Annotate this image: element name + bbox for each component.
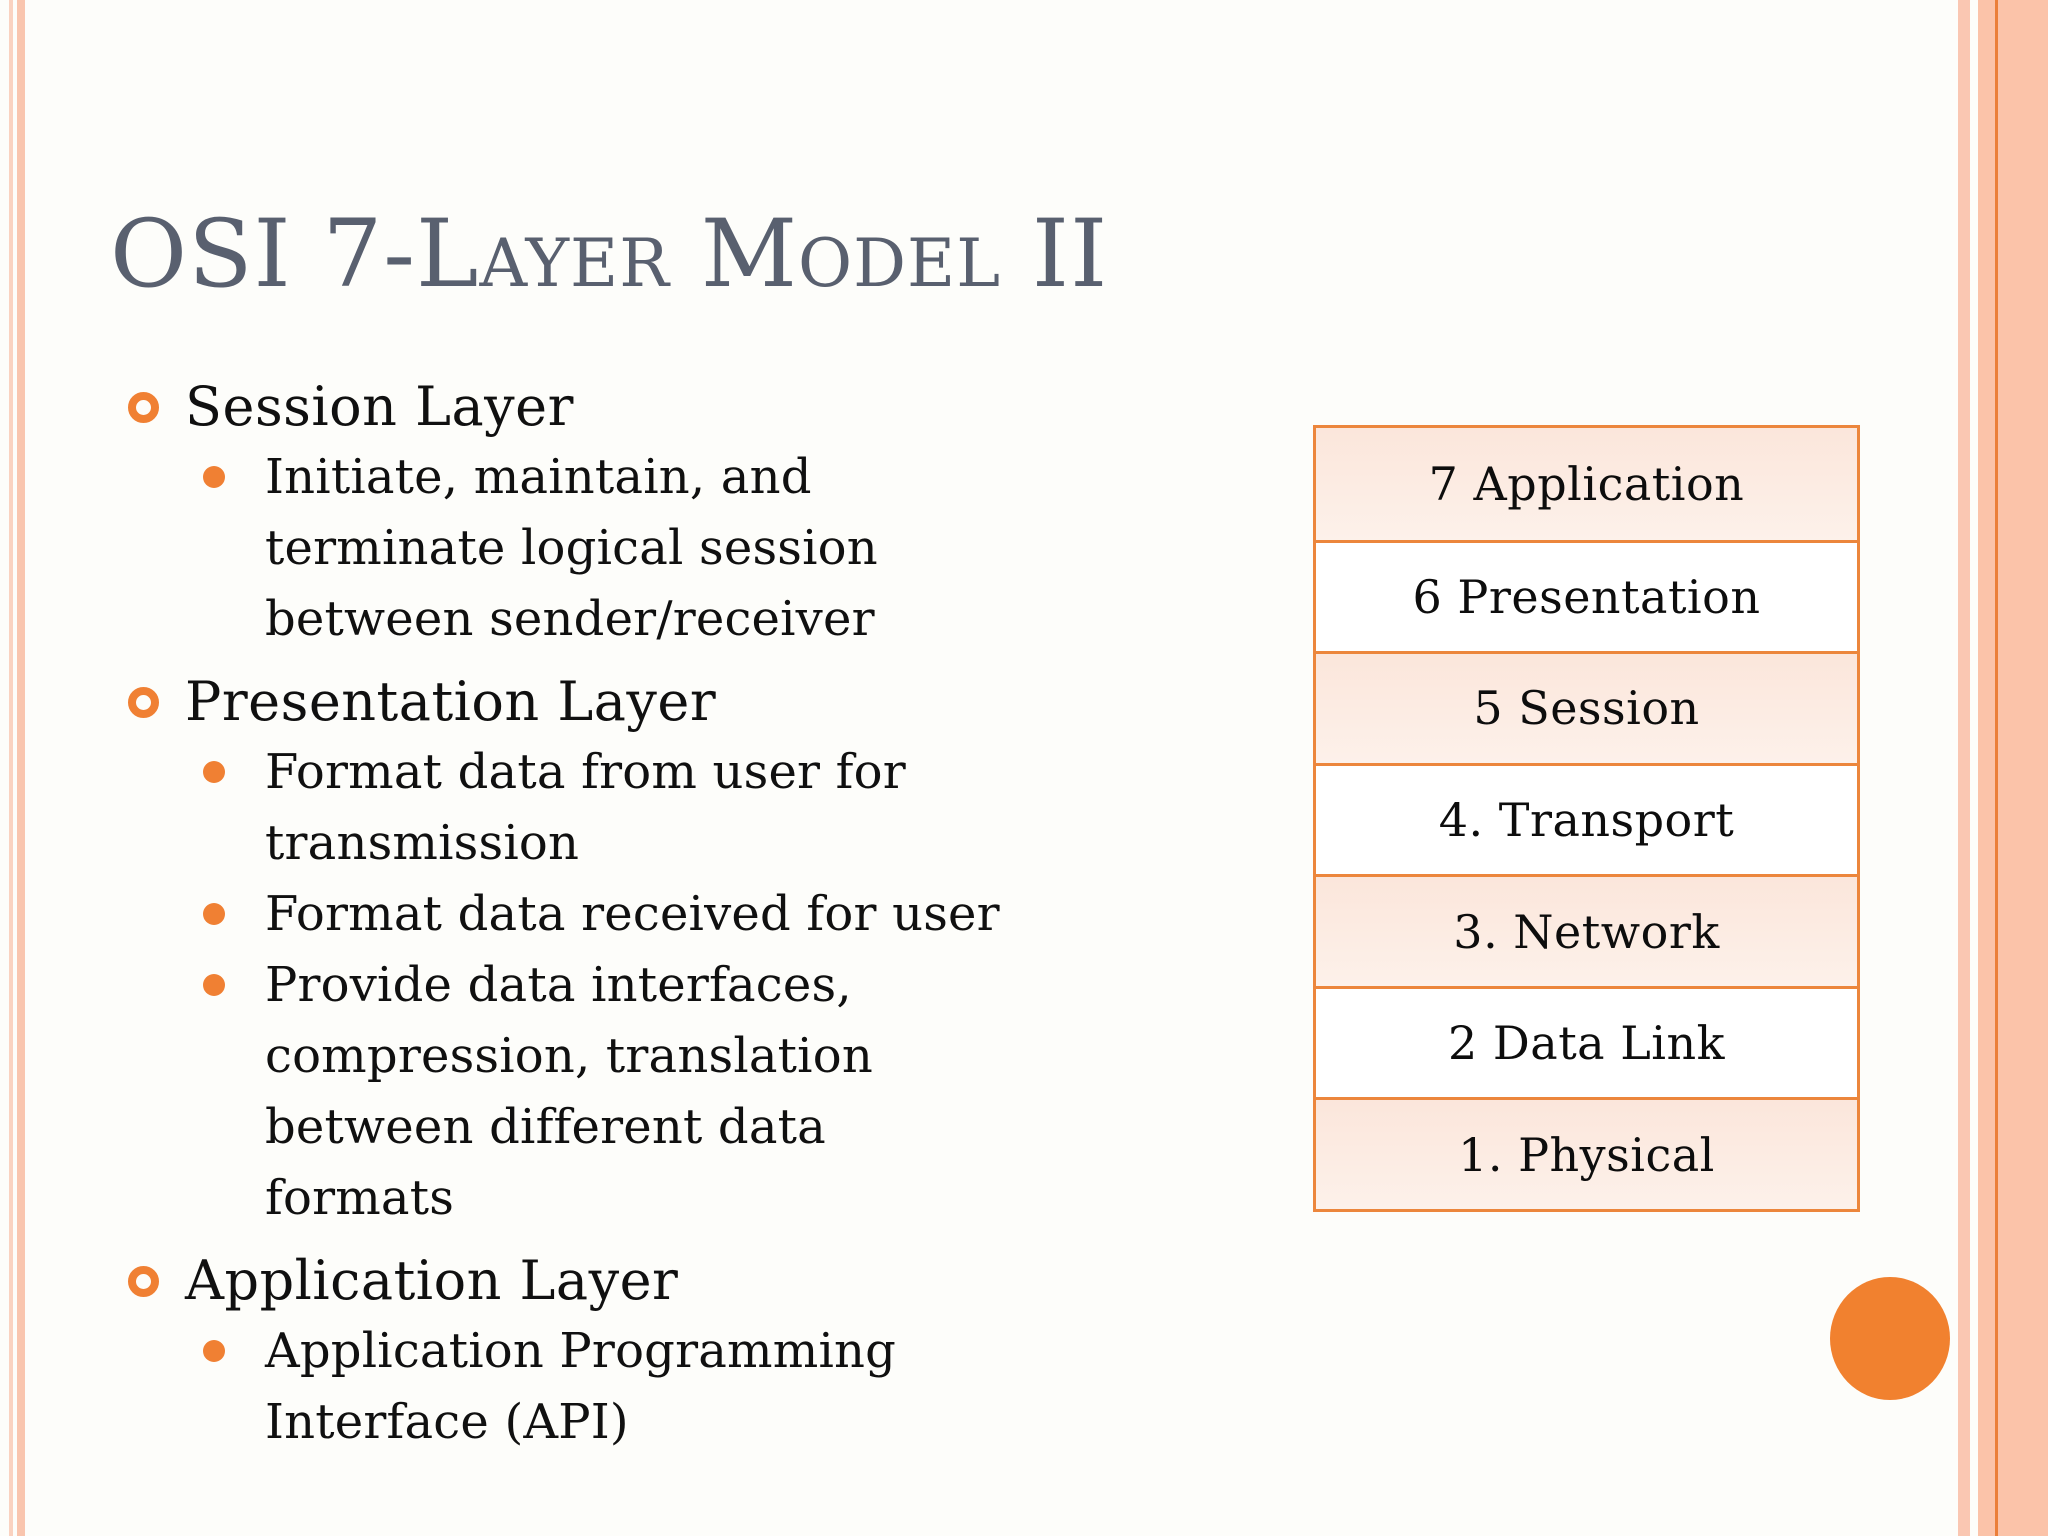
bullet-label: Application Layer [185, 1249, 679, 1312]
slide-title: OSI 7-Layer Model II [110, 200, 1109, 309]
table-row: 3. Network [1316, 874, 1857, 986]
table-row: 4. Transport [1316, 762, 1857, 875]
decorative-orange-circle [1830, 1277, 1950, 1400]
circle-bullet-icon [128, 686, 159, 718]
bullet-line: terminate logical session [265, 520, 878, 576]
bullet-text: Initiate, maintain, and terminate logica… [265, 442, 878, 655]
bullet-level1-presentation: Presentation Layer [112, 667, 1192, 737]
right-border-accent-line [1995, 0, 1998, 1536]
dot-bullet-icon [203, 1340, 225, 1362]
circle-bullet-icon [128, 391, 159, 423]
table-row: 1. Physical [1316, 1097, 1857, 1209]
dot-bullet-icon [203, 974, 225, 996]
left-border-stripe-inner [17, 0, 25, 1536]
right-border-band [1978, 0, 2048, 1536]
bullet-level2: Format data received for user [112, 879, 1192, 950]
dot-bullet-icon [203, 466, 225, 488]
bullet-line: between sender/receiver [265, 591, 875, 647]
bullet-line: transmission [265, 815, 580, 871]
bullet-text: Application Programming Interface (API) [265, 1316, 896, 1458]
osi-layer-table: 7 Application 6 Presentation 5 Session 4… [1313, 425, 1860, 1212]
bullet-text: Provide data interfaces, compression, tr… [265, 950, 873, 1234]
bullet-line: formats [265, 1170, 455, 1226]
bullet-label: Session Layer [185, 375, 574, 438]
dot-bullet-icon [203, 761, 225, 783]
bullet-level2: Provide data interfaces, compression, tr… [112, 950, 1192, 1234]
bullet-line: Format data from user for [265, 744, 906, 800]
table-row: 7 Application [1316, 428, 1857, 540]
bullet-level1-application: Application Layer [112, 1246, 1192, 1316]
dot-bullet-icon [203, 903, 225, 925]
bullet-line: between different data [265, 1099, 826, 1155]
bullet-level2: Format data from user for transmission [112, 737, 1192, 879]
bullet-level2: Initiate, maintain, and terminate logica… [112, 442, 1192, 655]
table-row: 5 Session [1316, 651, 1857, 763]
circle-bullet-icon [128, 1265, 159, 1297]
bullet-text: Format data received for user [265, 879, 1000, 950]
table-row: 6 Presentation [1316, 539, 1857, 652]
bullet-line: Application Programming [265, 1323, 897, 1379]
table-row: 2 Data Link [1316, 985, 1857, 1098]
bullet-list: Session Layer Initiate, maintain, and te… [112, 372, 1192, 1458]
bullet-text: Format data from user for transmission [265, 737, 906, 879]
bullet-level1-session: Session Layer [112, 372, 1192, 442]
bullet-line: Initiate, maintain, and [265, 449, 812, 505]
bullet-line: Interface (API) [265, 1394, 629, 1450]
right-border-stripe-thin [1958, 0, 1970, 1536]
left-border-stripe-outer [9, 0, 13, 1536]
bullet-line: compression, translation [265, 1028, 873, 1084]
bullet-level2: Application Programming Interface (API) [112, 1316, 1192, 1458]
bullet-line: Provide data interfaces, [265, 957, 852, 1013]
bullet-label: Presentation Layer [185, 670, 717, 733]
bullet-line: Format data received for user [265, 886, 1000, 942]
